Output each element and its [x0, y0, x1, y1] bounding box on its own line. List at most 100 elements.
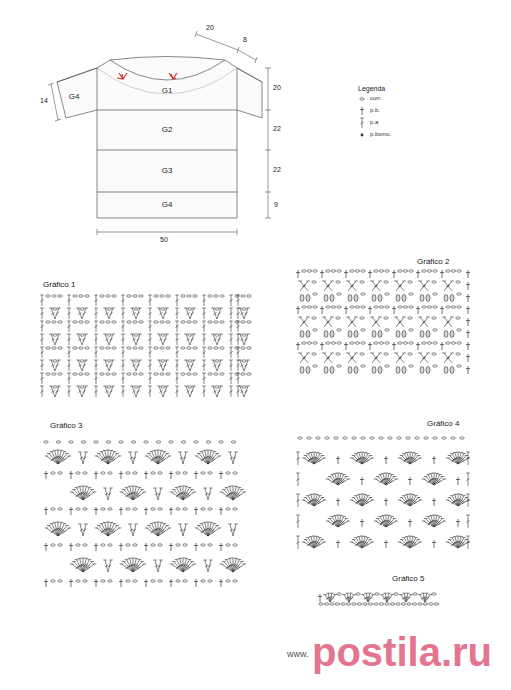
chain-stitch [52, 347, 56, 349]
double-crochet [345, 593, 349, 602]
chart-title: Gráfico 1 [43, 281, 75, 290]
chain-stitch [316, 437, 320, 439]
double-crochet [94, 321, 98, 332]
chain-stitch [422, 270, 426, 272]
chain-stitch [409, 342, 413, 344]
double-crochet [49, 360, 55, 371]
double-crochet [386, 477, 396, 485]
chain-stitch [398, 342, 402, 344]
double-crochet [238, 334, 244, 345]
double-crochet [236, 334, 240, 345]
chain-stitch [208, 580, 212, 582]
double-crochet [109, 334, 115, 345]
double-crochet [394, 353, 404, 363]
single-crochet [416, 342, 420, 350]
double-crochet [448, 456, 458, 464]
double-crochet [458, 498, 468, 506]
single-crochet [296, 342, 300, 350]
chain-stitch [108, 508, 112, 510]
double-crochet [410, 542, 422, 548]
double-crochet [76, 360, 82, 371]
double-crochet [394, 281, 404, 291]
puff-lines [451, 331, 453, 337]
double-crochet [136, 386, 142, 397]
puff-lines [331, 295, 333, 301]
band-node: G4 [67, 92, 82, 103]
chain-stitch [166, 347, 170, 349]
chain-stitch [79, 321, 83, 323]
double-crochet [233, 492, 246, 500]
single-crochet [368, 342, 372, 350]
double-crochet [130, 334, 136, 345]
puff-stitch [330, 367, 334, 374]
puff-lines [307, 331, 309, 337]
chart-title: Gráfico 4 [427, 420, 459, 429]
double-crochet [94, 347, 98, 358]
double-crochet [197, 453, 208, 464]
chain-stitch [355, 342, 359, 344]
chain-stitch [58, 321, 62, 323]
double-crochet [434, 521, 446, 527]
watermark: www. [287, 650, 309, 660]
chain-stitch [215, 360, 219, 362]
single-crochet [466, 294, 470, 302]
double-crochet [148, 308, 152, 319]
chain-stitch [100, 321, 104, 323]
chain-stitch [412, 603, 416, 605]
double-crochet [352, 498, 362, 506]
single-crochet [320, 342, 324, 350]
double-crochet [458, 542, 470, 548]
double-crochet [78, 524, 83, 536]
double-crochet [184, 360, 190, 371]
chain-stitch [151, 508, 155, 510]
puff-stitch [426, 367, 430, 374]
double-crochet [83, 564, 96, 572]
chain-stitch [361, 306, 365, 308]
dimension-label: 8 [243, 36, 247, 44]
double-crochet [175, 295, 179, 306]
red-arrow [117, 73, 127, 79]
legend-text: p.a [370, 119, 378, 126]
double-crochet [49, 308, 55, 319]
double-crochet [158, 456, 171, 464]
chain-stitch [80, 386, 84, 388]
puff-lines [421, 295, 423, 301]
double-crochet [103, 360, 109, 371]
chain-stitch [112, 347, 116, 349]
double-crochet [442, 281, 452, 291]
double-crochet [217, 334, 223, 345]
double-crochet [148, 373, 152, 384]
chain-stitch [409, 306, 413, 308]
double-crochet [202, 308, 206, 319]
chain-stitch [241, 347, 245, 349]
double-crochet [400, 540, 410, 548]
chain-stitch [433, 293, 437, 295]
puff-stitch [450, 367, 454, 374]
double-crochet [184, 308, 190, 319]
single-crochet [416, 270, 420, 278]
double-crochet [418, 353, 428, 363]
chain-stitch [422, 342, 426, 344]
chain-stitch [106, 347, 110, 349]
double-crochet [458, 500, 470, 506]
chain-stitch [58, 580, 62, 582]
double-crochet [147, 525, 158, 536]
double-crochet [175, 334, 179, 345]
chain-stitch [403, 270, 407, 272]
chain-stitch [319, 603, 323, 605]
chain-stitch [326, 342, 330, 344]
chain-stitch [108, 580, 112, 582]
dimension-label: 20 [273, 84, 281, 92]
chain-stitch [451, 306, 455, 308]
double-crochet [67, 373, 71, 384]
double-crochet [368, 595, 375, 602]
double-crochet [314, 540, 324, 548]
single-crochet [219, 507, 223, 515]
chain-stitch [201, 472, 205, 474]
single-crochet [368, 270, 372, 278]
double-crochet [217, 386, 223, 397]
dress-schematic [57, 57, 262, 219]
double-crochet [67, 347, 71, 358]
double-crochet [55, 386, 61, 397]
band-label: G4 [69, 93, 80, 102]
